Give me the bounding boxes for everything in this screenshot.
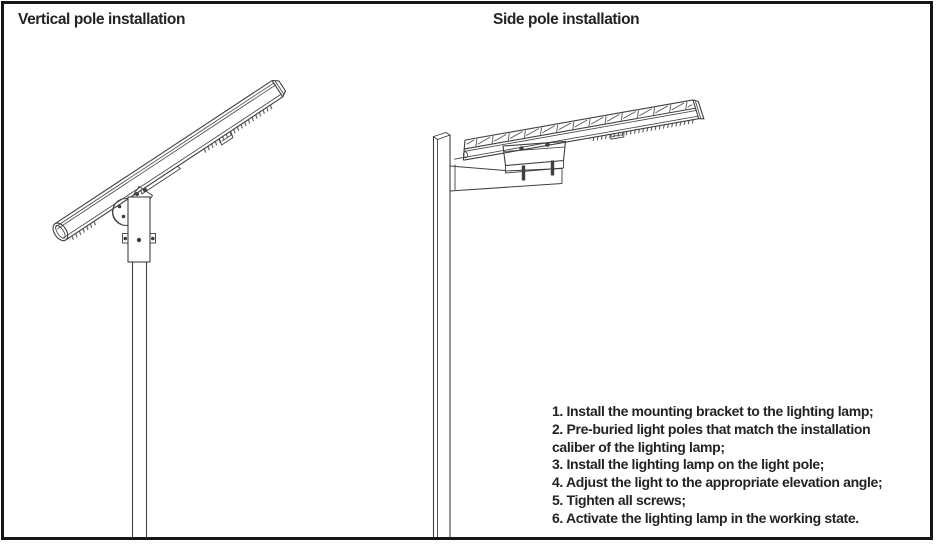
vertical-pole (131, 262, 148, 537)
title-vertical-pole-installation: Vertical pole installation (18, 11, 186, 28)
instruction-step-5: 5. Tighten all screws; (552, 491, 686, 508)
sensor-clip (218, 131, 234, 146)
solar-panel-cells (466, 100, 693, 149)
sensor-clip (610, 131, 625, 140)
instruction-step-2-cont: caliber of the lighting lamp; (552, 438, 725, 455)
lamp-bar (52, 80, 287, 242)
instruction-step-6: 6. Activate the lighting lamp in the wor… (552, 509, 859, 526)
illustration-vertical-pole (52, 80, 287, 537)
instruction-step-1: 1. Install the mounting bracket to the l… (552, 403, 874, 419)
lamp-bar-side (454, 99, 705, 161)
lamp-far-end (692, 99, 700, 119)
installation-steps: 1. Install the mounting bracket to the l… (552, 403, 883, 528)
bracket-bolt (519, 146, 524, 151)
heatsink-fins (68, 219, 99, 242)
illustration-side-pole (432, 99, 705, 537)
pole-top-cap (432, 132, 452, 141)
mounting-arm (449, 164, 563, 192)
pole-sleeve (122, 196, 156, 263)
heatsink-fins (200, 104, 274, 155)
bracket-bolt (545, 142, 550, 147)
instruction-step-2: 2. Pre-buried light poles that match the… (552, 420, 871, 437)
arm-bracket (502, 140, 567, 181)
hanging-bolt (521, 165, 526, 181)
lamp-far-end (271, 80, 284, 98)
mounting-rail (140, 165, 182, 195)
title-side-pole-installation: Side pole installation (493, 11, 640, 28)
instruction-step-3: 3. Install the lighting lamp on the ligh… (552, 456, 825, 473)
hanging-bolt (550, 160, 555, 176)
side-pole (432, 132, 452, 537)
instruction-step-4: 4. Adjust the light to the appropriate e… (552, 474, 883, 491)
